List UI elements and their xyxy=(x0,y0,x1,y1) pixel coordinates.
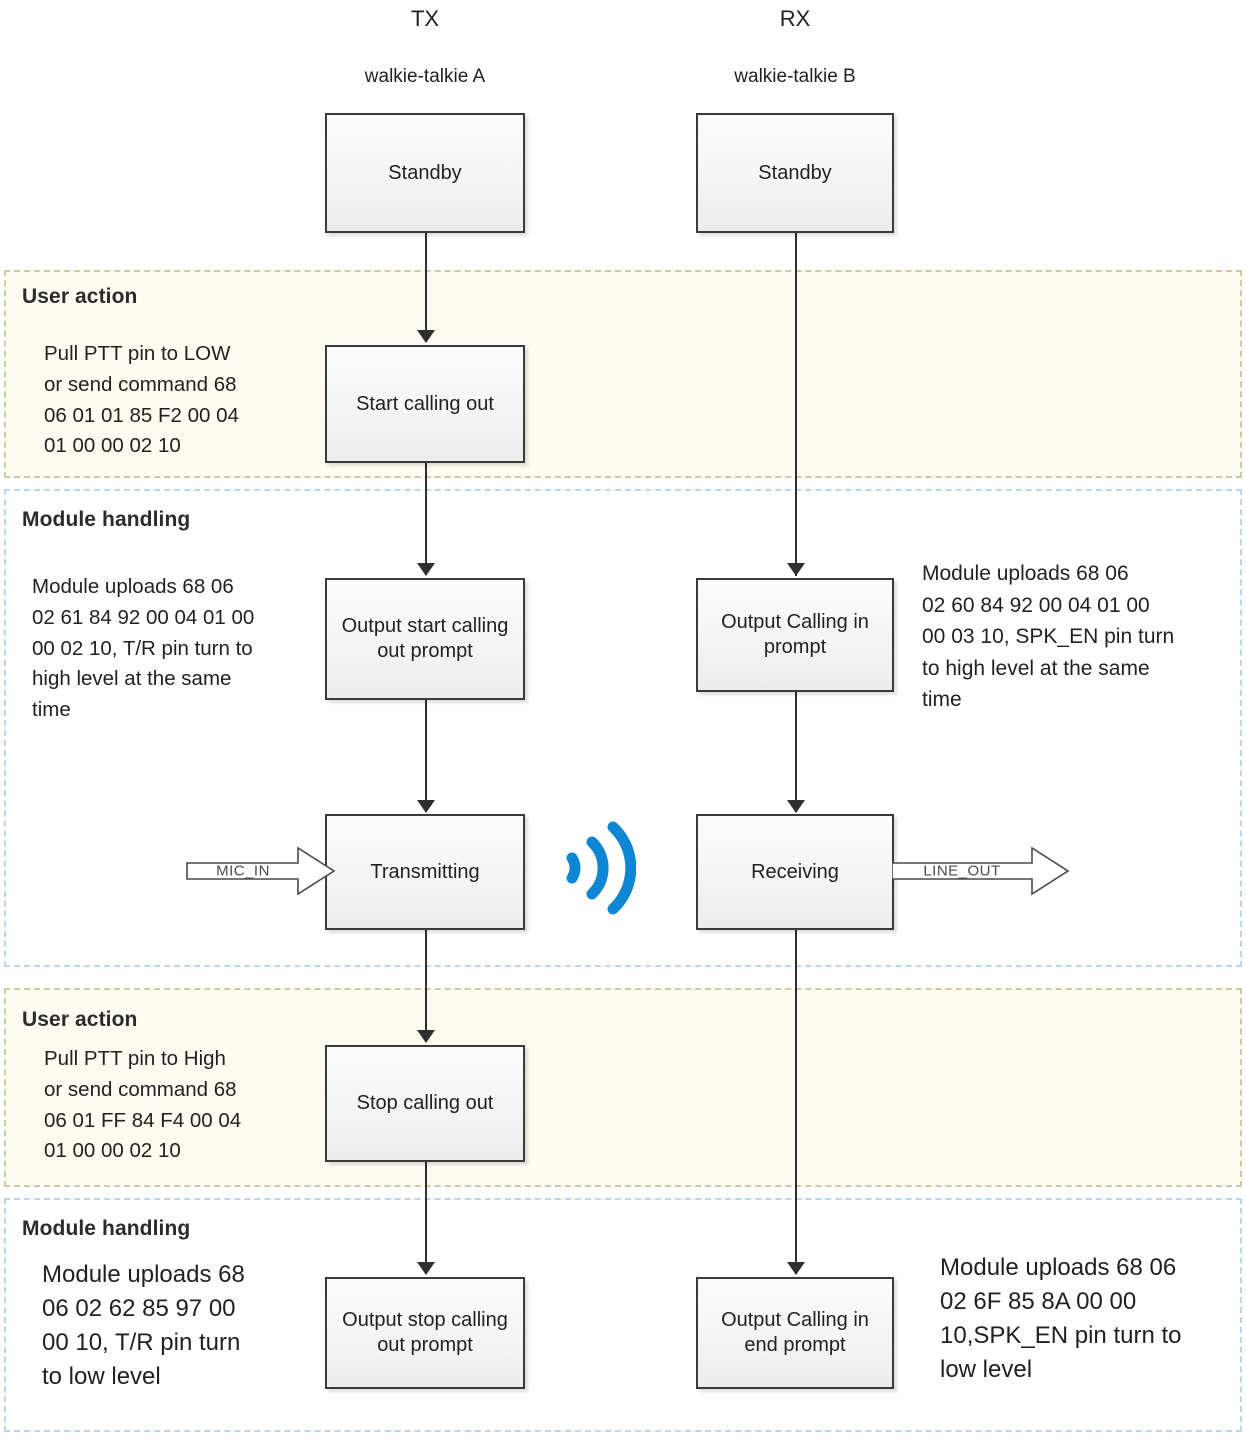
box-label: Stop calling out xyxy=(356,1092,494,1114)
connector-rx-outputcalling-to-receiving xyxy=(795,690,797,812)
box-rx-standby[interactable]: Standby xyxy=(696,113,894,233)
box-rx-output-calling-in-end-prompt[interactable]: Output Calling in end prompt xyxy=(696,1277,894,1389)
note-user-action-2: Pull PTT pin to High or send command 68 … xyxy=(44,1047,242,1163)
connector-tx-transmitting-to-stop xyxy=(425,930,427,1042)
arrowhead-tx-outputstop xyxy=(417,1262,435,1275)
connector-tx-outputstart-to-transmitting xyxy=(425,700,427,812)
box-label: Standby xyxy=(758,161,832,184)
arrowhead-rx-outputcalling xyxy=(787,563,805,576)
block-arrow-line-out: LINE_OUT xyxy=(892,845,1070,897)
column-subtitle-tx: walkie-talkie A xyxy=(364,66,486,87)
band-title-user-action-2: User action xyxy=(22,1008,138,1031)
box-label: Output Calling in prompt xyxy=(721,611,869,658)
band-user-action-2 xyxy=(4,988,1242,1187)
box-tx-stop-calling-out[interactable]: Stop calling out xyxy=(325,1045,525,1162)
arrowhead-rx-outputend xyxy=(787,1262,805,1275)
box-label: Receiving xyxy=(751,860,839,883)
arrowhead-tx-stop xyxy=(417,1030,435,1043)
box-rx-receiving[interactable]: Receiving xyxy=(696,814,894,930)
column-header-tx: TX xyxy=(410,6,440,31)
note-module-handling-1-right: Module uploads 68 06 02 60 84 92 00 04 0… xyxy=(922,562,1175,711)
arrowhead-tx-outputstart xyxy=(417,563,435,576)
connector-tx-stop-to-outputstop xyxy=(425,1162,427,1274)
band-title-user-action-1: User action xyxy=(22,285,138,308)
column-subtitle-rx: walkie-talkie B xyxy=(734,66,856,87)
arrowhead-tx-transmitting xyxy=(417,800,435,813)
column-header-rx: RX xyxy=(779,6,811,31)
connector-rx-standby-to-outputcalling xyxy=(795,232,797,576)
connector-rx-receiving-to-outputend xyxy=(795,930,797,1274)
arrowhead-tx-start xyxy=(417,330,435,343)
box-label: Output Calling in end prompt xyxy=(721,1309,869,1356)
band-module-handling-2 xyxy=(4,1198,1242,1432)
box-tx-transmitting[interactable]: Transmitting xyxy=(325,814,525,930)
box-tx-start-calling-out[interactable]: Start calling out xyxy=(325,345,525,463)
box-label: Output stop calling out prompt xyxy=(342,1309,508,1356)
box-label: Standby xyxy=(388,161,462,184)
connector-tx-standby-to-start xyxy=(425,232,427,342)
band-user-action-1 xyxy=(4,270,1242,478)
note-module-handling-1-left: Module uploads 68 06 02 61 84 92 00 04 0… xyxy=(32,575,255,721)
wireless-signal-icon xyxy=(556,818,637,918)
box-tx-standby[interactable]: Standby xyxy=(325,113,525,233)
connector-tx-start-to-outputstart xyxy=(425,463,427,575)
box-label: Start calling out xyxy=(356,392,494,415)
arrowhead-rx-receiving xyxy=(787,800,805,813)
box-label: Output start calling out prompt xyxy=(341,615,509,662)
box-rx-output-calling-in-prompt[interactable]: Output Calling in prompt xyxy=(696,578,894,692)
note-module-handling-2-right: Module uploads 68 06 02 6F 85 8A 00 00 1… xyxy=(940,1254,1182,1384)
box-tx-output-stop-calling-out-prompt[interactable]: Output stop calling out prompt xyxy=(325,1277,525,1389)
band-title-module-handling-1: Module handling xyxy=(22,508,191,531)
band-title-module-handling-2: Module handling xyxy=(22,1217,191,1240)
note-user-action-1: Pull PTT pin to LOW or send command 68 0… xyxy=(44,342,239,458)
box-label: Transmitting xyxy=(370,860,480,883)
note-module-handling-2-left: Module uploads 68 06 02 62 85 97 00 00 1… xyxy=(42,1261,245,1391)
block-arrow-mic-in: MIC_IN xyxy=(186,845,336,897)
box-tx-output-start-calling-out-prompt[interactable]: Output start calling out prompt xyxy=(325,578,525,700)
